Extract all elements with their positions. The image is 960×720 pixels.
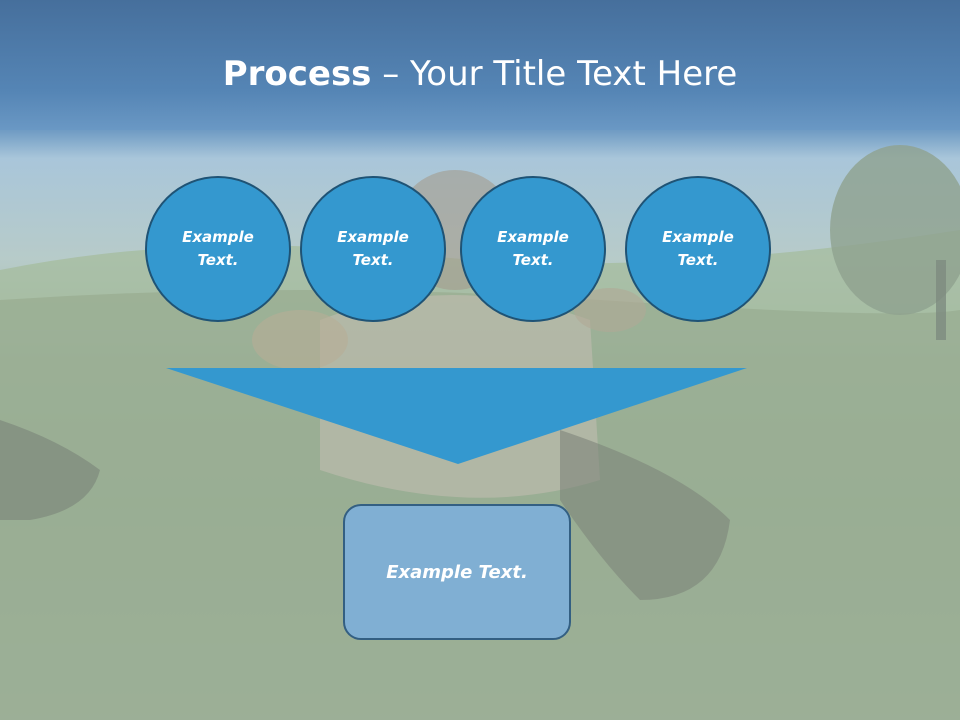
title-bold: Process [222, 54, 372, 94]
title-rest: – Your Title Text Here [371, 54, 738, 94]
result-box-text: Example Text. [386, 561, 528, 583]
result-box[interactable]: Example Text. [343, 504, 571, 640]
header-band [0, 0, 960, 130]
slide-title: Process – Your Title Text Here [0, 52, 960, 96]
